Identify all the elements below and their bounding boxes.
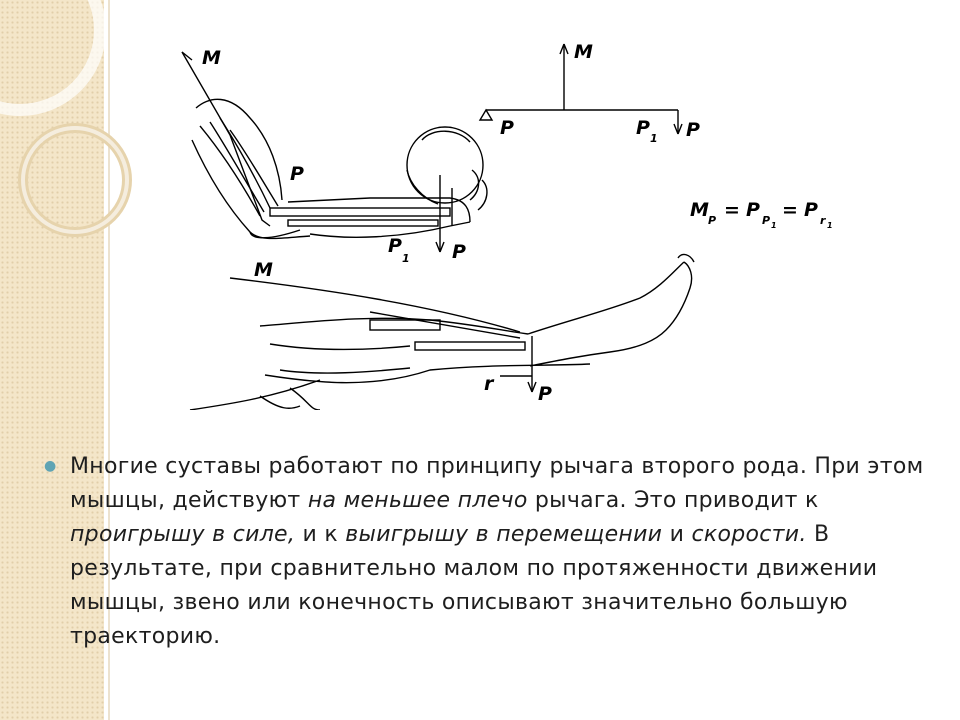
text-emphasis: выигрышу в перемещении (345, 522, 663, 547)
arm-illustration (181, 51, 488, 253)
eq-m-sub: P (708, 214, 716, 227)
leg-label-m: M (254, 259, 273, 281)
eq-p2-subsub: 1 (827, 221, 833, 230)
text-segment: и (662, 522, 692, 547)
strip-edge (104, 0, 108, 720)
eq-m: M (690, 199, 709, 221)
decorative-left-strip (0, 0, 104, 720)
arm-label-m: M (202, 47, 221, 69)
leg-label-r: r (484, 373, 495, 395)
main-paragraph: Многие суставы работают по принципу рыча… (70, 450, 930, 654)
eq-p2: P (804, 199, 818, 221)
lever-diagram: M P P 1 P M P P 1 P M r P M P = P P 1 = … (181, 41, 833, 410)
eq-p1-sub: P (762, 214, 770, 227)
bullet-marker: ● (44, 458, 57, 474)
lever-label-m: M (574, 41, 593, 63)
arm-label-p1-sub: 1 (402, 252, 410, 265)
leg-illustration (189, 253, 695, 410)
leg-label-p: P (538, 383, 552, 405)
moment-equation: M P = P P 1 = P r 1 (690, 199, 833, 230)
text-emphasis: на меньшее плечо (307, 488, 528, 513)
lever-label-p1-sub: 1 (650, 132, 658, 145)
text-segment: рычага. Это приводит к (527, 488, 819, 513)
lever-schema (478, 43, 683, 135)
arm-label-p1: P (388, 235, 402, 257)
lever-label-p1: P (636, 117, 650, 139)
text-emphasis: проигрышу в силе, (70, 522, 296, 547)
arm-label-p: P (290, 163, 304, 185)
text-segment: и к (295, 522, 346, 547)
strip-divider (108, 0, 110, 720)
text-emphasis: скорости. (691, 522, 807, 547)
arm-label-p-bottom: P (452, 241, 466, 263)
eq-p1-subsub: 1 (771, 221, 777, 230)
text-segment: В результате, при сравнительно малом по … (70, 522, 878, 649)
text-segment: Многие суставы работают по принципу рыча… (70, 454, 924, 513)
decorative-rings (0, 0, 132, 237)
eq-equals-1: = (724, 199, 740, 221)
eq-p1: P (746, 199, 760, 221)
eq-equals-2: = (782, 199, 798, 221)
lever-label-p-right: P (686, 119, 700, 141)
lever-label-p-left: P (500, 117, 514, 139)
eq-p2-sub: r (820, 214, 826, 227)
